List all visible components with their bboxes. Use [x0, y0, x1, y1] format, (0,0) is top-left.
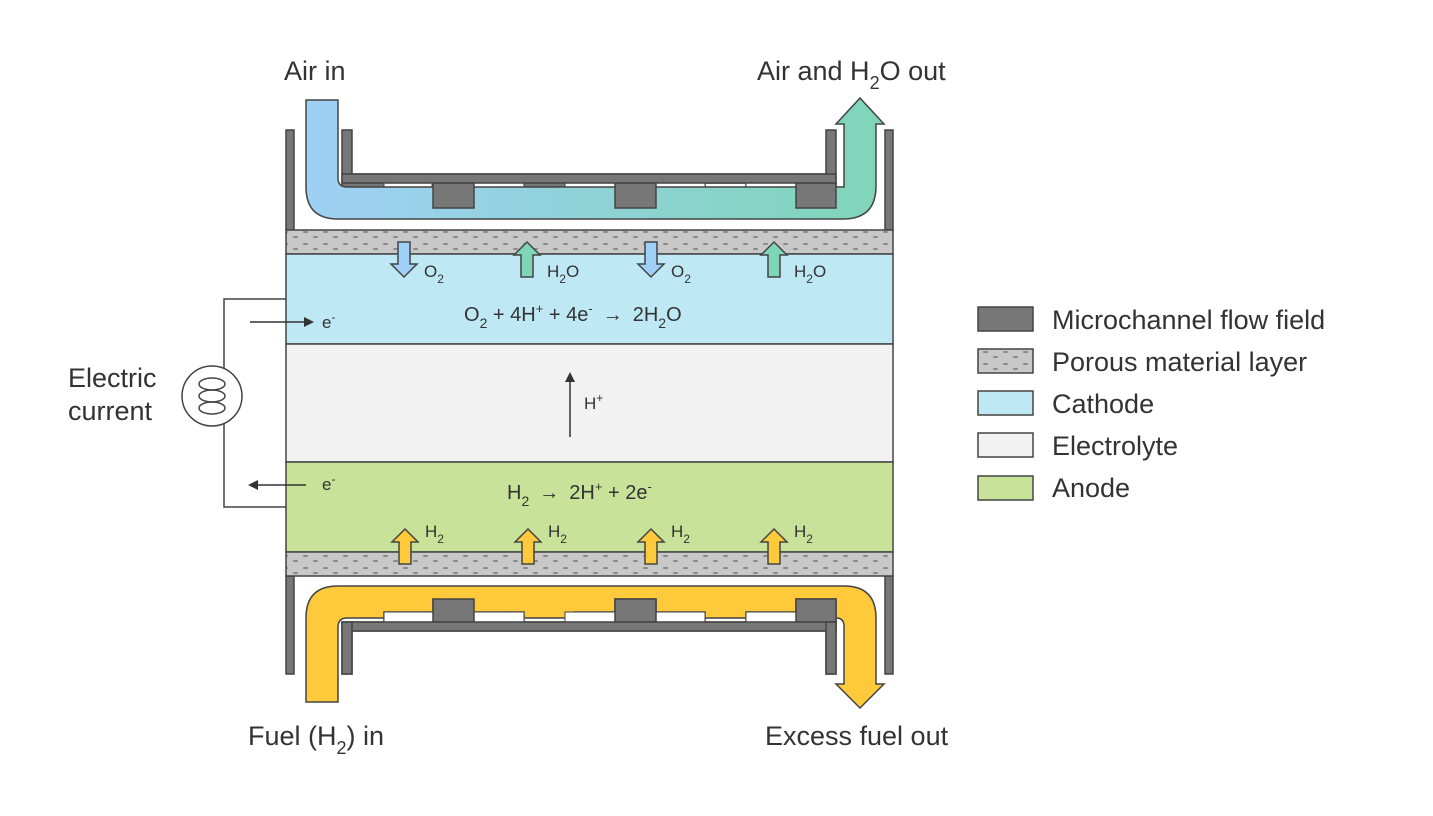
- h2o-arrow-icon: [759, 240, 789, 278]
- top-left-wall: [285, 129, 295, 231]
- fuel-in-label: Fuel (H2) in: [248, 721, 384, 758]
- h2-label: H2: [425, 522, 444, 546]
- h2-arrow-icon: [513, 527, 543, 565]
- electric-current-label: current: [68, 396, 153, 426]
- legend-swatch-microchannel: [977, 306, 1034, 332]
- top-right-wall: [884, 129, 894, 231]
- legend-label-cathode: Cathode: [1052, 389, 1154, 419]
- bottom-left-leg: [341, 621, 353, 675]
- electric-load-icon: [181, 365, 243, 427]
- electric-current-label: Electric: [68, 363, 157, 393]
- legend-label-anode: Anode: [1052, 473, 1130, 503]
- h2-label: H2: [794, 522, 813, 546]
- h2-arrow-icon: [759, 527, 789, 565]
- anode-reaction: H2→2H+ + 2e-: [507, 479, 652, 509]
- o2-arrow-icon: [389, 241, 419, 279]
- bottom-bump: [432, 598, 475, 623]
- legend-label-microchannel: Microchannel flow field: [1052, 305, 1325, 335]
- electron-label-top: e-: [322, 310, 335, 332]
- o2-label: O2: [671, 262, 691, 286]
- cathode-layer: [285, 253, 894, 345]
- legend: Microchannel flow field Porous material …: [977, 305, 1325, 503]
- cathode-reaction: O2 + 4H+ + 4e-→2H2O: [464, 301, 682, 331]
- excess-fuel-out-label: Excess fuel out: [765, 721, 949, 751]
- proton-arrowhead-icon: [565, 372, 575, 382]
- bottom-channel: [745, 611, 797, 623]
- legend-swatch-anode: [977, 475, 1034, 501]
- legend-swatch-cathode: [977, 390, 1034, 416]
- top-bar: [341, 173, 837, 184]
- bottom-left-wall: [285, 575, 295, 675]
- bottom-bump: [795, 598, 837, 623]
- legend-swatch-electrolyte: [977, 432, 1034, 458]
- o2-label: O2: [424, 262, 444, 286]
- porous-layer-top: [285, 229, 894, 255]
- bottom-bump: [614, 598, 657, 623]
- electron-arrowhead-top-icon: [304, 317, 314, 327]
- top-bump: [614, 182, 657, 209]
- electrolyte-layer: [285, 343, 894, 463]
- proton-label: H+: [584, 391, 603, 413]
- h2-label: H2: [671, 522, 690, 546]
- bottom-channel: [655, 611, 706, 623]
- legend-label-porous: Porous material layer: [1052, 347, 1307, 377]
- coil-icon: [198, 377, 226, 415]
- o2-arrow-icon: [636, 241, 666, 279]
- bottom-right-wall: [884, 575, 894, 675]
- electron-arrowhead-bottom-icon: [248, 480, 258, 490]
- h2o-label: H2O: [794, 262, 826, 286]
- porous-layer-bottom: [285, 551, 894, 577]
- bottom-channel: [473, 611, 525, 623]
- legend-label-electrolyte: Electrolyte: [1052, 431, 1178, 461]
- bottom-channel: [383, 611, 434, 623]
- h2-arrow-icon: [636, 527, 666, 565]
- legend-swatch-porous: [977, 348, 1034, 374]
- h2-arrow-icon: [390, 527, 420, 565]
- h2o-arrow-icon: [512, 240, 542, 278]
- anode-layer: [285, 461, 894, 553]
- bottom-right-leg: [825, 621, 837, 675]
- bottom-channel: [564, 611, 616, 623]
- h2-label: H2: [548, 522, 567, 546]
- air-in-label: Air in: [284, 56, 346, 86]
- air-h2o-out-label: Air and H2O out: [757, 56, 946, 93]
- electron-label-bottom: e-: [322, 472, 335, 494]
- top-bump: [795, 182, 837, 209]
- bottom-bar: [341, 621, 837, 632]
- h2o-label: H2O: [547, 262, 579, 286]
- top-bump: [432, 182, 475, 209]
